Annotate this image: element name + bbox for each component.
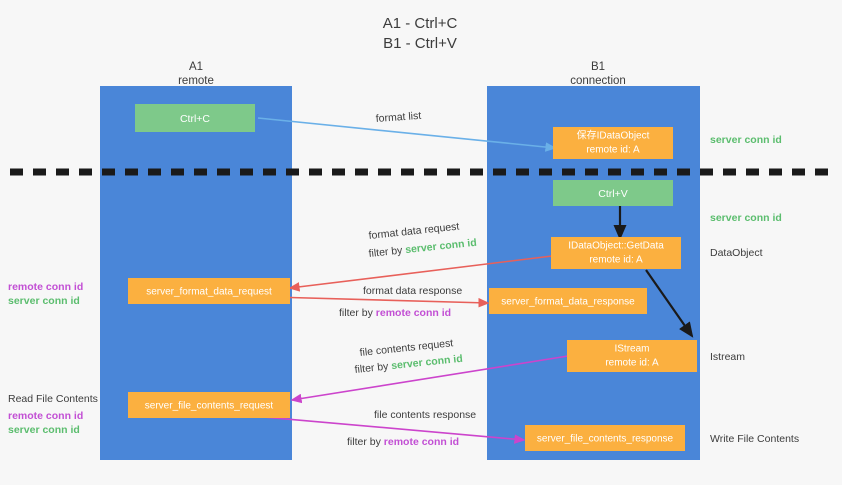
node-ctrl-v-label: Ctrl+V bbox=[598, 188, 627, 200]
filter-prefix-4: filter by bbox=[347, 436, 384, 448]
node-server-file-contents-request-label: server_file_contents_request bbox=[145, 401, 274, 412]
node-ctrl-c-label: Ctrl+C bbox=[180, 113, 210, 125]
node-server-file-contents-request[interactable]: server_file_contents_request bbox=[128, 392, 290, 418]
filter-prefix-1: filter by bbox=[368, 244, 406, 260]
arrow-file-contents-request bbox=[290, 355, 569, 404]
node-server-file-contents-response[interactable]: server_file_contents_response bbox=[525, 425, 685, 451]
node-ctrl-v[interactable]: Ctrl+V bbox=[553, 180, 673, 206]
edge-label-format-data-response-filter: filter by remote conn id bbox=[339, 307, 451, 319]
node-server-format-data-request[interactable]: server_format_data_request bbox=[128, 278, 290, 304]
left-annotation-server-conn-2: server conn id bbox=[8, 424, 80, 436]
left-annotation-remote-conn-1: remote conn id bbox=[8, 281, 83, 293]
edge-label-file-contents-response-filter: filter by remote conn id bbox=[347, 436, 459, 448]
arrow-getdata-to-istream bbox=[645, 269, 694, 338]
edge-label-format-data-response: format data response bbox=[363, 285, 462, 297]
left-annotation-remote-conn-2: remote conn id bbox=[8, 410, 83, 422]
node-save-idataobject-label-2: remote id: A bbox=[586, 145, 640, 156]
node-server-format-data-request-label: server_format_data_request bbox=[146, 287, 272, 298]
column-header-b1-name: B1 bbox=[591, 61, 605, 73]
page-title-line1: A1 - Ctrl+C bbox=[383, 15, 458, 32]
edge-label-format-list: format list bbox=[375, 110, 421, 125]
node-istream-label-2: remote id: A bbox=[605, 358, 659, 369]
column-header-b1-sub: connection bbox=[570, 75, 626, 87]
right-annotation-istream: Istream bbox=[710, 351, 745, 363]
edge-label-file-contents-response: file contents response bbox=[374, 409, 476, 421]
node-server-format-data-response-label: server_format_data_response bbox=[501, 297, 635, 308]
node-idataobject-getdata-label-1: IDataObject::GetData bbox=[568, 241, 664, 252]
filter-key-4: remote conn id bbox=[384, 436, 459, 448]
node-idataobject-getdata-label-2: remote id: A bbox=[589, 255, 643, 266]
node-save-idataobject-label-1: 保存IDataObject bbox=[577, 129, 650, 142]
left-annotation-server-conn-1: server conn id bbox=[8, 295, 80, 307]
arrow-format-list bbox=[257, 117, 557, 152]
node-istream-label-1: IStream bbox=[614, 344, 649, 355]
column-header-a1-sub: remote bbox=[178, 75, 214, 87]
node-server-file-contents-response-label: server_file_contents_response bbox=[537, 434, 674, 445]
node-server-format-data-response[interactable]: server_format_data_response bbox=[489, 288, 647, 314]
left-annotation-read-file-contents: Read File Contents bbox=[8, 393, 98, 405]
right-annotation-server-conn-2: server conn id bbox=[710, 212, 782, 224]
filter-prefix-2: filter by bbox=[339, 307, 376, 319]
filter-key-2: remote conn id bbox=[376, 307, 451, 319]
arrow-format-data-request bbox=[288, 255, 553, 292]
right-annotation-write-file-contents: Write File Contents bbox=[710, 433, 799, 445]
page-title-line2: B1 - Ctrl+V bbox=[383, 35, 457, 52]
column-header-a1-name: A1 bbox=[189, 61, 203, 73]
right-annotation-dataobject: DataObject bbox=[710, 247, 763, 259]
filter-prefix-3: filter by bbox=[354, 360, 392, 376]
right-annotation-server-conn-1: server conn id bbox=[710, 134, 782, 146]
node-save-idataobject[interactable]: 保存IDataObject remote id: A bbox=[553, 127, 673, 159]
node-ctrl-c[interactable]: Ctrl+C bbox=[135, 104, 255, 132]
node-istream[interactable]: IStream remote id: A bbox=[567, 340, 697, 372]
node-idataobject-getdata[interactable]: IDataObject::GetData remote id: A bbox=[551, 237, 681, 269]
